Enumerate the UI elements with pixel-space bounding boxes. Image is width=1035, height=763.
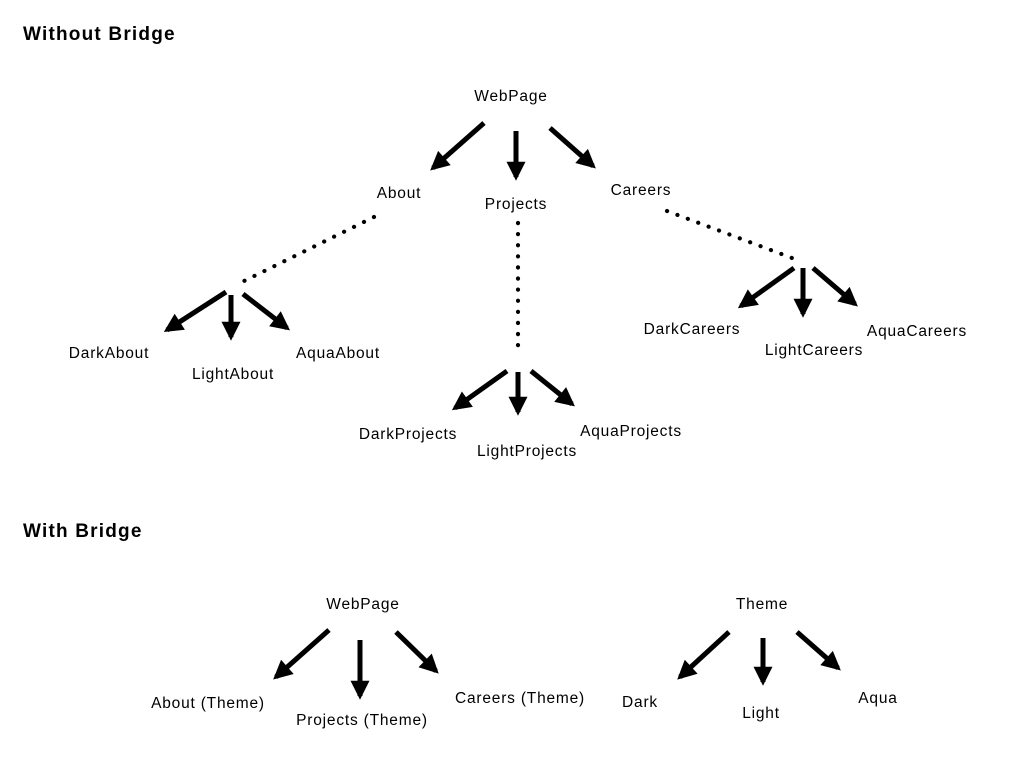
edge-webpage2-to-about-theme [273,628,331,680]
node-dark-about: DarkAbout [68,345,150,362]
dotted-edge-careers-subtree [664,208,803,264]
node-aqua-about: AquaAbout [296,345,380,362]
edge-webpage-to-careers [548,126,596,169]
node-theme-light: Light [742,705,780,722]
edge-about-to-darkabout [163,289,228,333]
node-dark-projects: DarkProjects [358,426,458,443]
node-projects: Projects [484,196,548,213]
node-webpage-bridge-root: WebPage [326,596,400,613]
edge-careers-to-aquacareers [811,266,858,307]
node-dark-careers: DarkCareers [643,321,741,338]
edge-projects-to-aquaprojects [529,369,575,407]
edge-theme-to-dark [677,630,731,680]
section-heading-without-bridge: Without Bridge [23,24,176,45]
node-about: About [376,185,422,202]
node-theme-root: Theme [735,596,789,613]
node-aqua-careers: AquaCareers [866,323,968,340]
node-light-about: LightAbout [191,366,275,383]
node-projects-theme: Projects (Theme) [296,712,428,729]
dotted-edge-about-subtree [237,214,377,286]
section-heading-with-bridge: With Bridge [23,521,143,542]
node-careers-theme: Careers (Theme) [455,690,585,707]
edge-about-to-aquaabout [241,292,291,331]
node-webpage-root: WebPage [474,88,548,105]
node-about-theme: About (Theme) [151,695,265,712]
node-light-projects: LightProjects [476,443,578,460]
edge-webpage-to-about [430,121,486,171]
node-theme-aqua: Aqua [858,690,898,707]
node-theme-dark: Dark [622,694,658,711]
edge-careers-to-darkcareers [737,265,796,309]
node-light-careers: LightCareers [764,342,864,359]
edge-projects-to-darkprojects [451,368,509,411]
node-careers: Careers [610,182,672,199]
edge-webpage2-to-careers-theme [394,630,439,674]
node-aqua-projects: AquaProjects [580,423,682,440]
edge-theme-to-aqua [795,630,841,671]
